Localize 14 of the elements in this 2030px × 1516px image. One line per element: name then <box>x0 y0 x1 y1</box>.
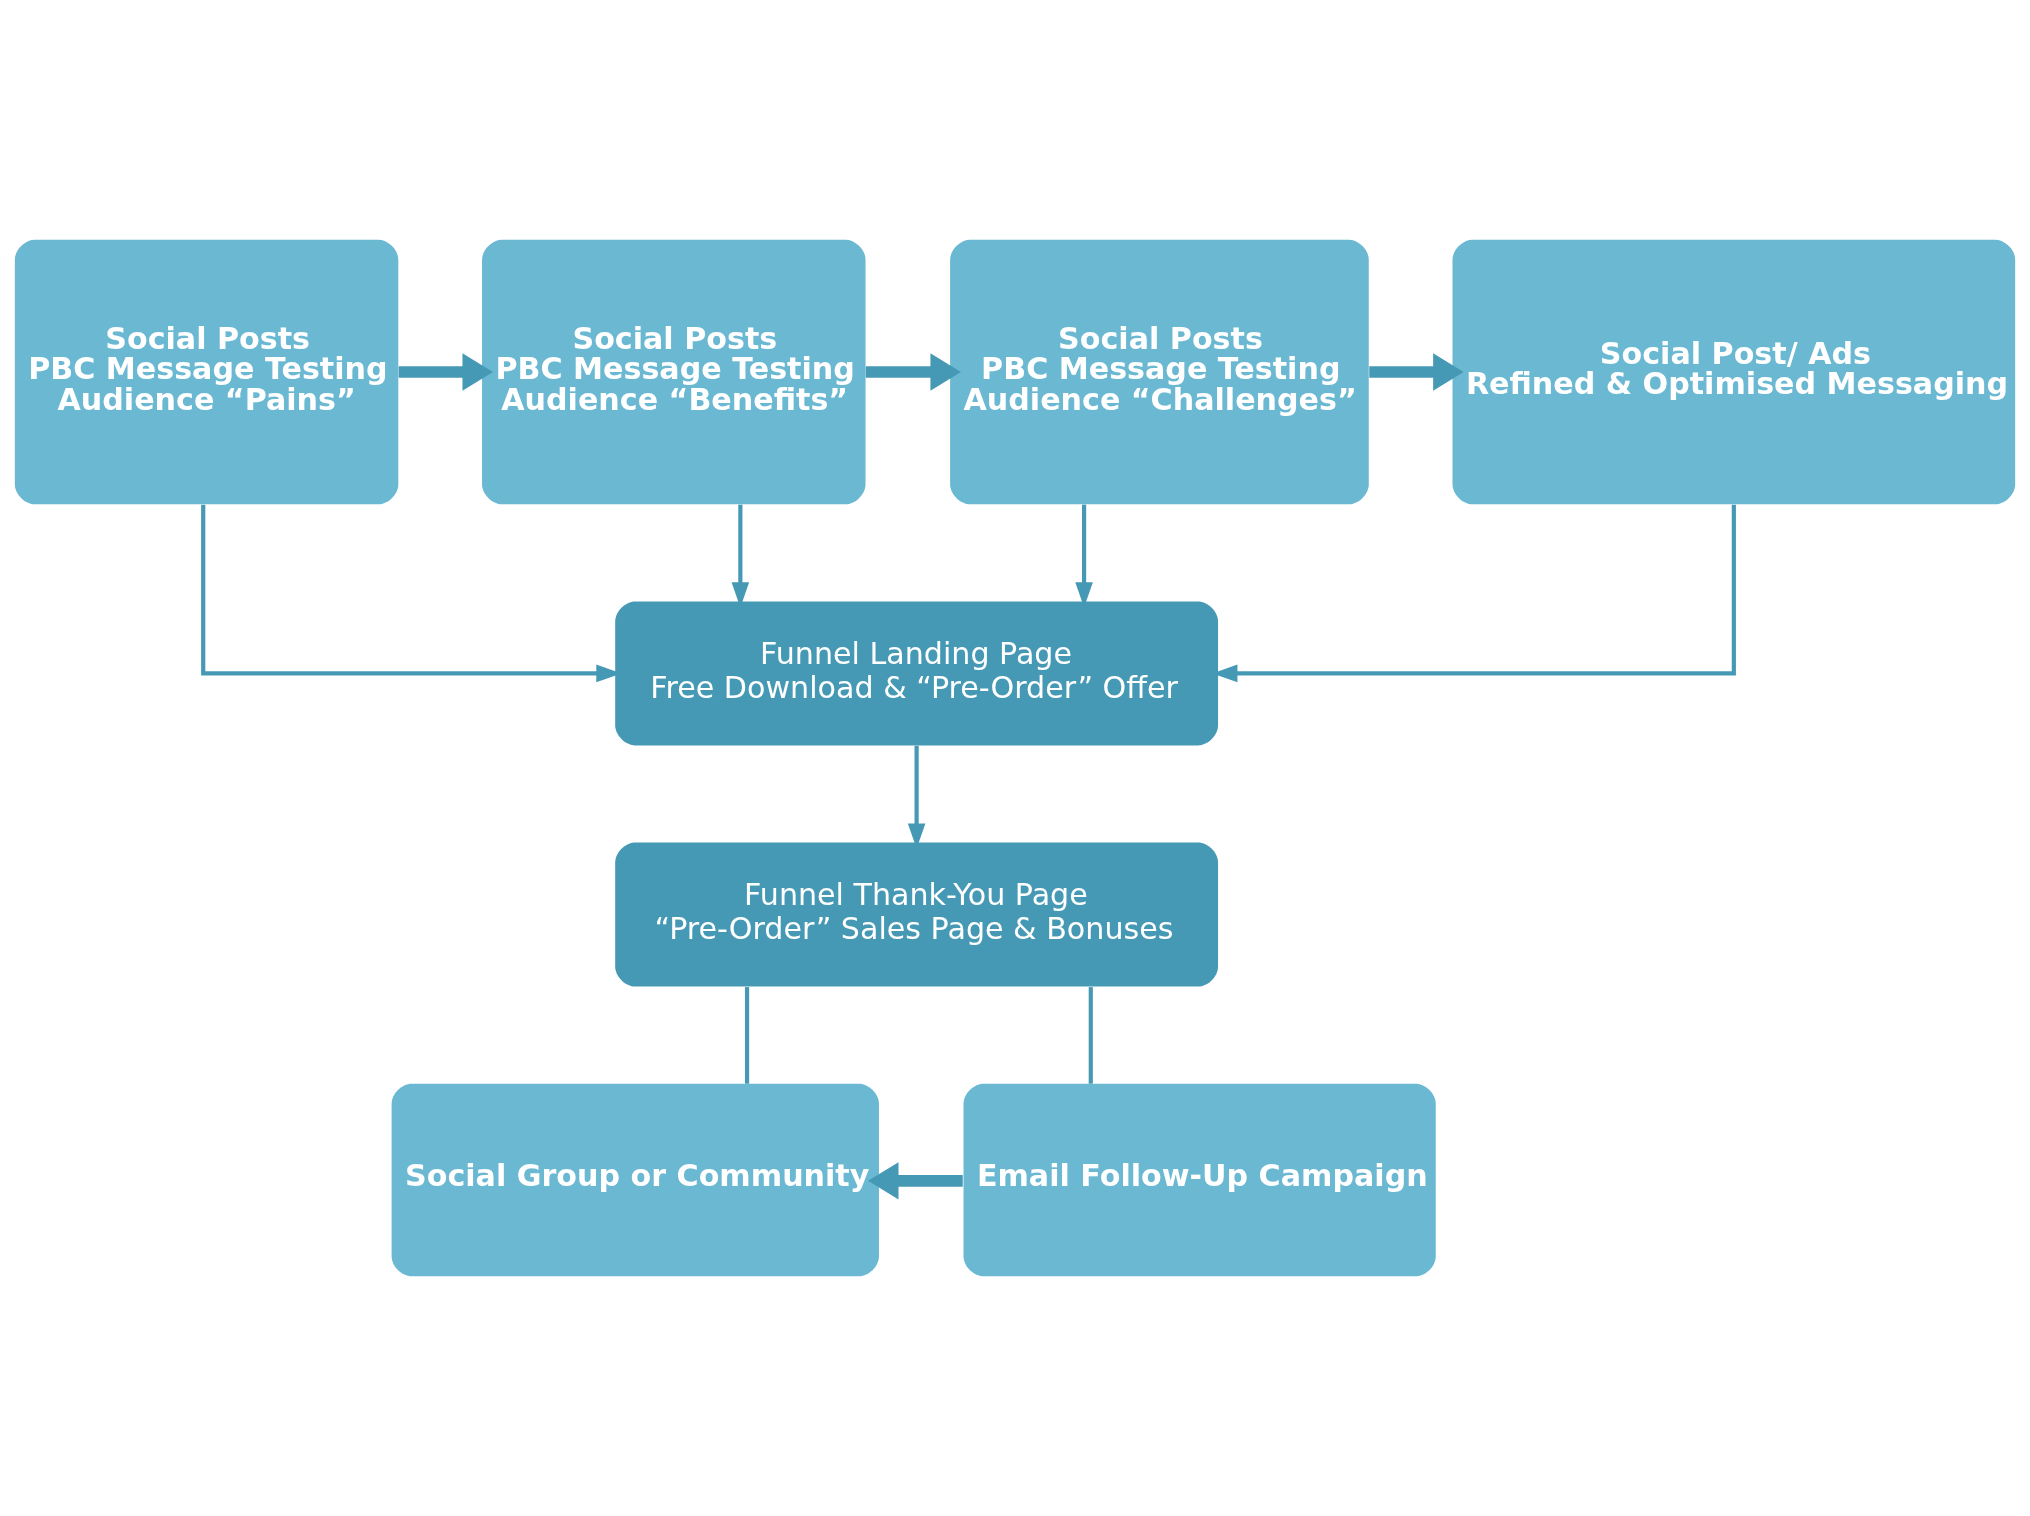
node-box: Social Post/ Ads Refined & Optimised Messaging <box>1452 239 2016 505</box>
node-box: Funnel Landing Page Free Download & “Pre-Order” Offer <box>615 601 1219 746</box>
arrow <box>865 353 961 391</box>
node-box: Social Posts PBC Message Testing Audience “Benefits” <box>482 239 866 505</box>
arrow <box>1369 353 1464 391</box>
arrow <box>868 1162 963 1200</box>
node-box: Social Posts PBC Message Testing Audience “Challenges” <box>950 239 1369 505</box>
node-box: Social Group or Community <box>391 1083 879 1277</box>
connector <box>1088 987 1093 1084</box>
node-box: Social Posts PBC Message Testing Audience “Pains” <box>14 239 399 505</box>
arrow <box>398 353 493 391</box>
node-box: Email Follow-Up Campaign <box>963 1083 1436 1277</box>
node-box: Funnel Thank-You Page “Pre-Order” Sales Page & Bonuses <box>615 842 1219 987</box>
connector <box>744 987 750 1084</box>
